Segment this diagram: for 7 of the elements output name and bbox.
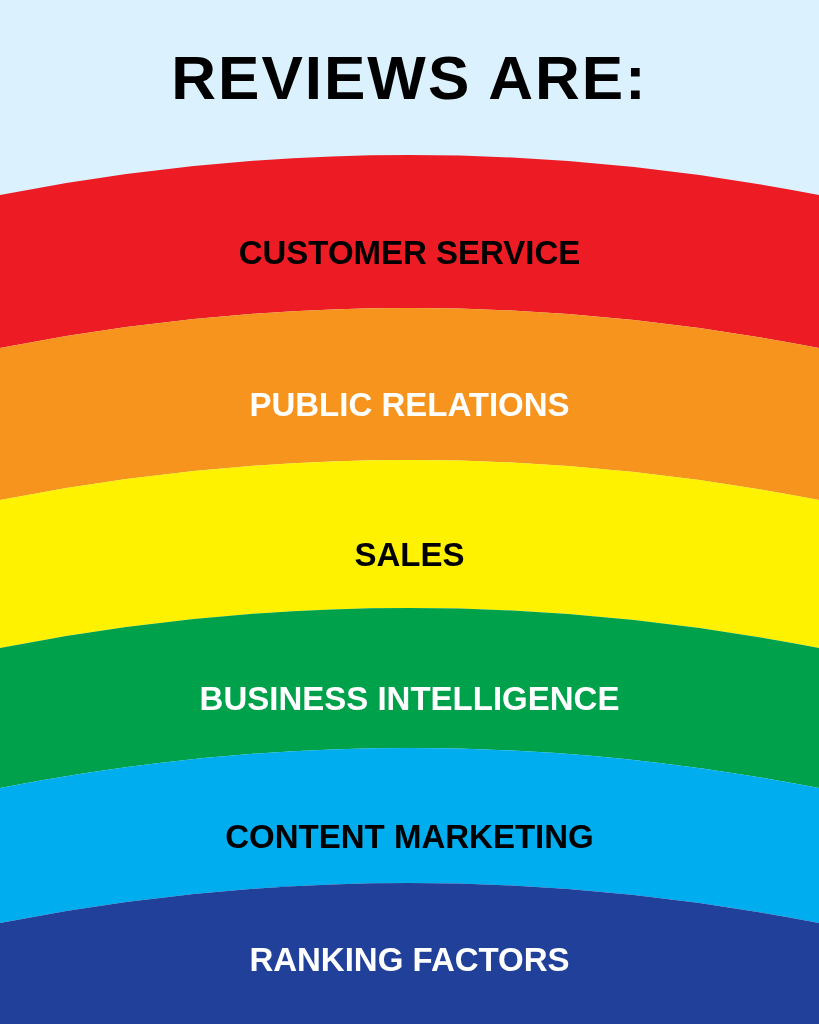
title: REVIEWS ARE:	[170, 42, 649, 113]
band-label: RANKING FACTORS	[248, 941, 571, 979]
band-label: BUSINESS INTELLIGENCE	[198, 680, 621, 718]
band-label: CONTENT MARKETING	[224, 818, 595, 856]
band-label: SALES	[353, 536, 466, 574]
band-label: CUSTOMER SERVICE	[237, 234, 582, 272]
band-label: PUBLIC RELATIONS	[248, 386, 571, 424]
